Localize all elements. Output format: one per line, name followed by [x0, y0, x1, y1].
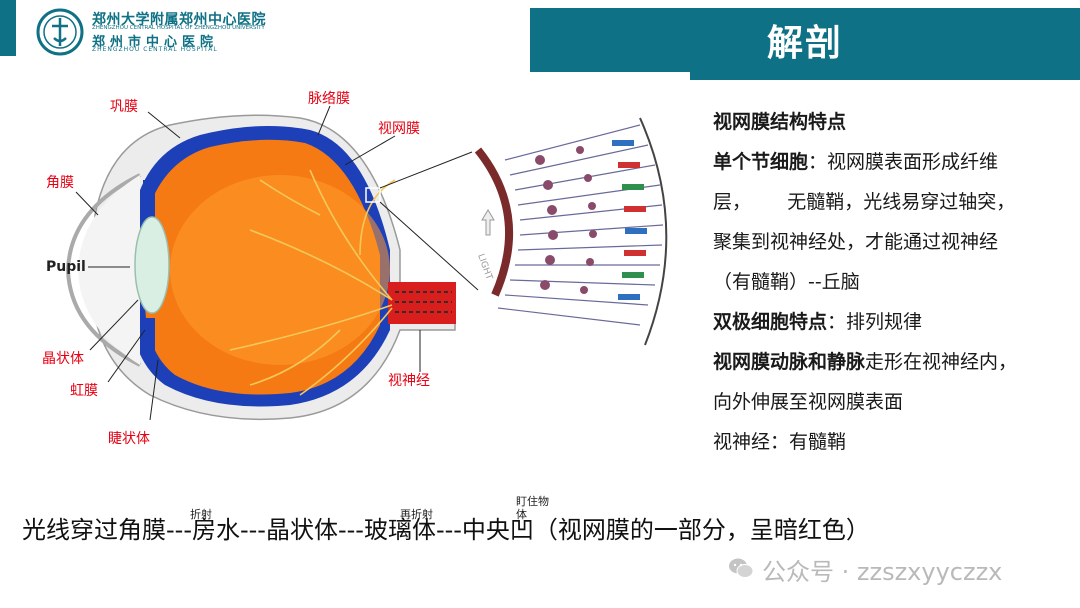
label-cornea: 角膜: [46, 172, 74, 192]
retina-info-panel: 视网膜结构特点 单个节细胞：视网膜表面形成纤维 层， 无髓鞘，光线易穿过轴突， …: [713, 102, 1063, 462]
ganglion-label: 单个节细胞: [713, 151, 808, 173]
label-lens: 晶状体: [42, 348, 84, 368]
label-pupil: Pupil: [46, 259, 86, 275]
iris-upper-shape: [143, 180, 155, 220]
ganglion-text-1: ：视网膜表面形成纤维: [808, 151, 998, 173]
section-title: 解剖: [530, 8, 1080, 72]
hospital-logo-icon: [36, 8, 84, 56]
ganglion-text-2: 层， 无髓鞘，光线易穿过轴突，: [713, 182, 1063, 222]
annotation-refraction: 折射: [190, 506, 212, 522]
light-path-seg-1: 光线穿过角膜: [22, 516, 166, 544]
ganglion-text-4: （有髓鞘）--丘脑: [713, 262, 1063, 302]
label-iris: 虹膜: [70, 380, 98, 400]
bipolar-text: ：排列规律: [827, 311, 922, 333]
light-path-sentence: 光线穿过角膜---房水---晶状体---玻璃体---中央凹（视网膜的一部分，呈暗…: [22, 510, 870, 545]
bipolar-label: 双极细胞特点: [713, 311, 827, 333]
vessel-text-2: 向外伸展至视网膜表面: [713, 382, 1063, 422]
header-accent-strip: [0, 0, 16, 56]
optic-nerve-text: 视神经：有髓鞘: [713, 422, 1063, 462]
label-retina: 视网膜: [378, 118, 420, 138]
label-optic-nerve: 视神经: [388, 370, 430, 390]
wechat-icon: [728, 557, 754, 579]
watermark-text: 公众号 · zzszxyyczzx: [762, 552, 1002, 587]
label-sclera: 巩膜: [110, 96, 138, 116]
iris-lower-shape: [143, 318, 155, 358]
label-choroid: 脉络膜: [308, 88, 350, 108]
light-label: LIGHT: [475, 253, 494, 282]
vitreous-highlight: [170, 175, 390, 365]
light-path-seg-4: ---中央凹（视网膜的一部分，呈暗红色）: [436, 516, 870, 544]
lens-shape: [135, 217, 169, 313]
annotation-re-refraction: 再折射: [400, 506, 433, 522]
vessel-text-1: 走形在视神经内，: [865, 351, 1017, 373]
hospital-name-en-short: ZHENGZHOU CENTRAL HOSPITAL: [92, 46, 218, 53]
ganglion-text-3: 聚集到视神经处，才能通过视神经: [713, 222, 1063, 262]
label-ciliary-body: 睫状体: [108, 428, 150, 448]
retina-layers-illustration: LIGHT: [475, 118, 666, 345]
vessel-label: 视网膜动脉和静脉: [713, 351, 865, 373]
title-bar-tab: [690, 72, 1080, 80]
annotation-fixate-object-2: 体: [516, 506, 527, 522]
eye-anatomy-diagram: LIGHT: [0, 80, 700, 460]
info-heading: 视网膜结构特点: [713, 111, 846, 133]
